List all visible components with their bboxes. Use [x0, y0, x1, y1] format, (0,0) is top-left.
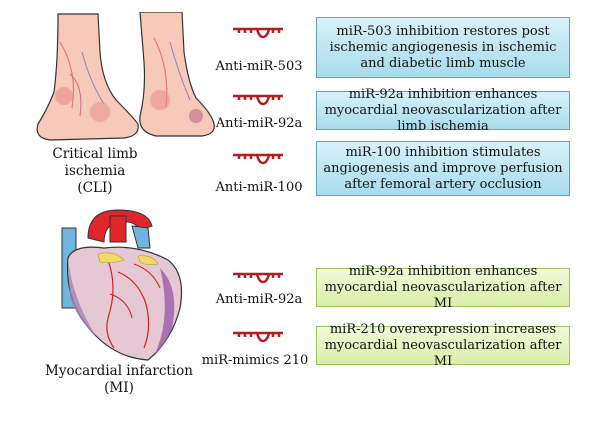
effect-text: miR-92a inhibition enhances myocardial n… — [324, 86, 562, 134]
effect-text: miR-100 inhibition stimulates angiogenes… — [323, 144, 563, 192]
mirna-icon — [233, 153, 283, 165]
effect-box-mir-100: miR-100 inhibition stimulates angiogenes… — [316, 141, 570, 196]
mi-label: Myocardial infarction (MI) — [44, 363, 194, 397]
effect-box-mir-92a-mi: miR-92a inhibition enhances myocardial n… — [316, 264, 570, 311]
mi-abbr: (MI) — [104, 380, 134, 396]
mirna-icon — [233, 94, 283, 106]
effect-box-mir-503: miR-503 inhibition restores post ischemi… — [316, 17, 570, 78]
cli-label: Critical limb ischemia (CLI) — [20, 146, 170, 197]
mirna-icon — [233, 27, 283, 39]
cli-name: Critical limb ischemia — [52, 146, 138, 179]
heart-illustration — [61, 209, 183, 361]
effect-text: miR-210 overexpression increases myocard… — [324, 321, 562, 369]
mirna-icon — [233, 331, 283, 343]
cli-abbr: (CLI) — [77, 180, 113, 196]
effect-text: miR-503 inhibition restores post ischemi… — [329, 23, 557, 71]
effect-box-mir-92a-cli: miR-92a inhibition enhances myocardial n… — [316, 87, 570, 134]
agent-label-anti-mir-92a: Anti-miR-92a — [215, 116, 303, 131]
effect-text: miR-92a inhibition enhances myocardial n… — [324, 263, 562, 311]
mi-name: Myocardial infarction — [45, 363, 193, 379]
agent-label-mir-mimics-210: miR-mimics 210 — [201, 353, 309, 368]
mirna-icon — [233, 272, 283, 284]
agent-label-anti-mir-503: Anti-miR-503 — [215, 59, 303, 74]
agent-label-anti-mir-100: Anti-miR-100 — [215, 180, 303, 195]
feet-illustration — [36, 12, 215, 141]
agent-label-anti-mir-92a-mi: Anti-miR-92a — [215, 292, 303, 307]
effect-box-mir-210: miR-210 overexpression increases myocard… — [316, 322, 570, 369]
